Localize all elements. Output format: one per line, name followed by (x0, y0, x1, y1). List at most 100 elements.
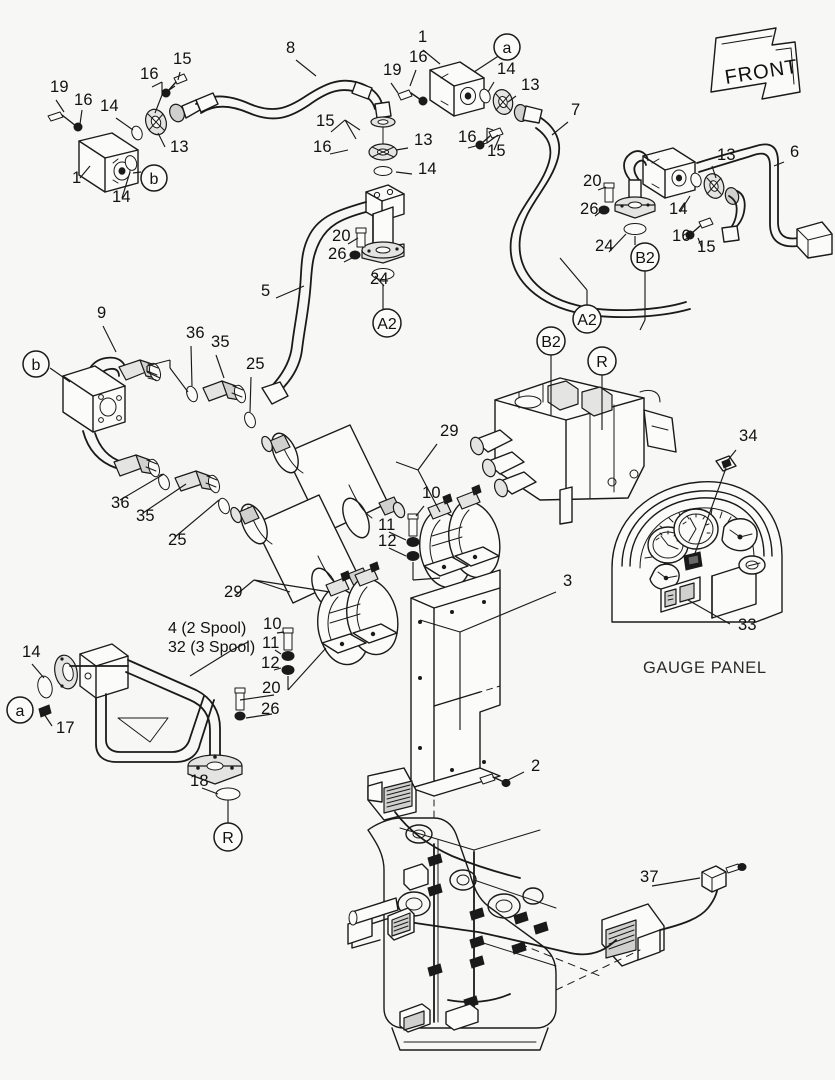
fitting-upper-9 (118, 359, 162, 382)
control-valve-stack (469, 377, 677, 525)
item-number: 17 (56, 719, 75, 737)
item-number: 3 (563, 572, 572, 590)
front-arrow: FRONT (710, 27, 801, 100)
leader-lines (31, 49, 785, 887)
item-number: 12 (378, 532, 397, 550)
item-number: 16 (74, 91, 93, 109)
bolt-10-11-12-upper (406, 513, 420, 561)
item-number: 35 (136, 507, 155, 525)
right-b2-union-block-hose6 (598, 143, 833, 259)
clamp-assembly-left (317, 561, 399, 666)
callout-label: b (32, 357, 41, 374)
item-number: 16 (409, 48, 428, 66)
bolt-19-upper-center (397, 89, 428, 106)
upper-center-coupler-block (397, 61, 543, 150)
bolt-20-26-lower-left (234, 687, 246, 721)
wire-harness (348, 811, 747, 1033)
item-number: 26 (328, 245, 347, 263)
callout-label: A2 (577, 312, 597, 329)
split-flange-13-right (703, 173, 725, 199)
item-number: 24 (595, 237, 614, 255)
gauge-panel-caption: GAUGE PANEL (643, 659, 767, 677)
item-number: 20 (262, 679, 281, 697)
lower-left-tube-assembly (37, 643, 246, 801)
item-number: 1 (418, 28, 427, 46)
item-number: 8 (286, 39, 295, 57)
circled-callouts: a b b a A2 A2 B2 B2 (6, 33, 660, 852)
switch-block-33 (660, 576, 701, 613)
item-number: 33 (738, 616, 757, 634)
item-number: 5 (261, 282, 270, 300)
item-number: 16 (140, 65, 159, 83)
bolt-20-26-right (598, 182, 615, 215)
callout-b2-right: B2 (630, 242, 660, 272)
callout-a-lower-left: a (6, 696, 34, 724)
item-number: 29 (440, 422, 459, 440)
item-number: 10 (422, 484, 441, 502)
gauge-center (673, 508, 719, 550)
spool-option-note: 4 (2 Spool) 32 (3 Spool) (168, 620, 255, 656)
accumulator-29-upper (261, 424, 406, 539)
gauge-small-lower (649, 563, 680, 591)
item-number: 9 (97, 304, 106, 322)
fitting-lower-9 (113, 454, 161, 478)
item-number: 18 (190, 772, 209, 790)
spool-note-2: 4 (2 Spool) (168, 620, 246, 637)
item-number: 14 (22, 643, 41, 661)
coupling-35-upper (202, 380, 247, 404)
tag-34 (715, 455, 737, 472)
item-number: 6 (790, 143, 799, 161)
item-number: 19 (50, 78, 69, 96)
callout-b-upper-left: b (140, 164, 168, 192)
item-number: 26 (261, 700, 280, 718)
callout-label: A2 (377, 316, 397, 333)
bolt-19-upper-left (47, 111, 83, 132)
hose-7 (509, 117, 691, 318)
callout-b2-valve: B2 (536, 326, 566, 356)
item-number: 25 (246, 355, 265, 373)
item-number: 24 (370, 270, 389, 288)
loader-frame-harness (347, 767, 747, 1051)
item-number: 13 (414, 131, 433, 149)
lower-left-manifold-9 (62, 356, 256, 515)
callout-r-lower: R (213, 822, 243, 852)
item-number: 36 (111, 494, 130, 512)
callout-label: R (222, 830, 234, 847)
bolt-2 (479, 773, 511, 788)
item-number: 13 (170, 138, 189, 156)
split-flange-13-upper-center (492, 89, 514, 115)
item-number: 14 (112, 188, 131, 206)
item-number: 36 (186, 324, 205, 342)
item-number: 11 (262, 634, 280, 652)
item-number: 7 (571, 101, 580, 119)
upper-left-coupler-block (47, 73, 201, 193)
callout-label: a (16, 703, 25, 720)
spool-note-3: 32 (3 Spool) (168, 639, 255, 656)
item-number: 11 (378, 516, 396, 534)
item-number: 13 (717, 146, 736, 164)
item-number: 35 (211, 333, 230, 351)
item-number-labels: 19 16 14 13 1 14 16 15 8 19 16 1 14 13 7… (22, 28, 799, 886)
item-number: 15 (173, 50, 192, 68)
panel-knob (738, 555, 766, 575)
item-number: 1 (72, 169, 81, 187)
work-lamp-left (367, 767, 417, 821)
callout-label: a (503, 40, 512, 57)
item-number: 16 (672, 227, 691, 245)
item-number: 16 (313, 138, 332, 156)
callout-b-mid-left: b (22, 350, 50, 378)
item-number: 14 (418, 160, 437, 178)
split-flange-13-upper-left (145, 108, 167, 136)
item-number: 34 (739, 427, 758, 445)
item-number: 29 (224, 583, 243, 601)
hose-8 (195, 79, 392, 120)
accumulator-29-lower (230, 494, 375, 609)
item-number: 15 (316, 112, 335, 130)
callout-a2-right: A2 (572, 304, 602, 334)
item-number: 14 (100, 97, 119, 115)
item-number: 19 (383, 61, 402, 79)
item-number: 13 (521, 76, 540, 94)
callout-r-valve: R (587, 346, 617, 376)
item-number: 14 (497, 60, 516, 78)
item-number: 15 (487, 142, 506, 160)
